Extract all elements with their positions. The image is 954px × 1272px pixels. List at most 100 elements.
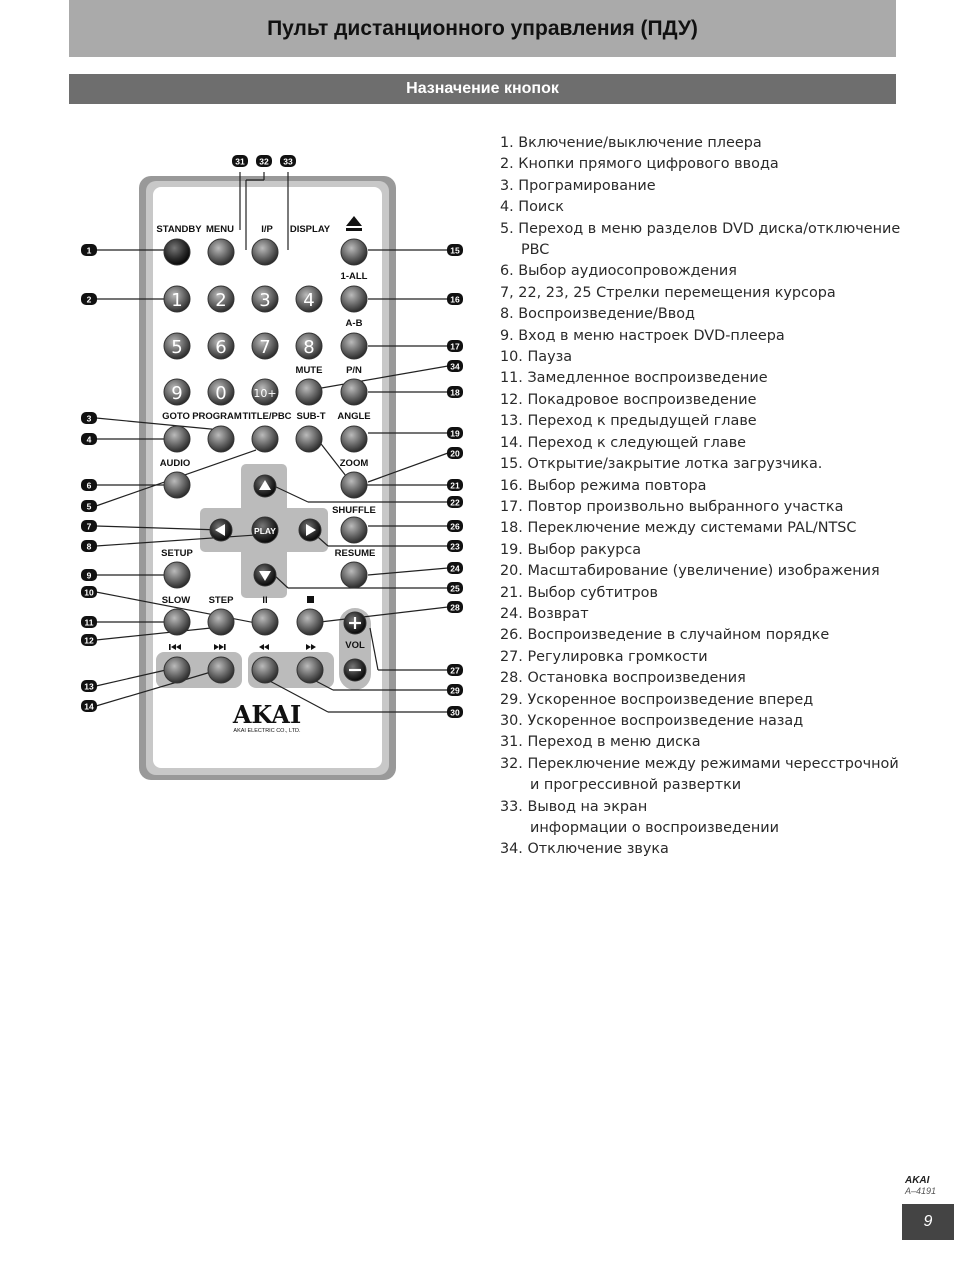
section-subtitle-bar: Назначение кнопок (69, 74, 896, 104)
callout-12: 12 (81, 634, 97, 646)
svg-text:2: 2 (215, 290, 226, 311)
angle-button (340, 425, 368, 453)
digit-button-1 (163, 285, 191, 313)
digit-button-7 (251, 332, 279, 360)
digit-button-6 (207, 332, 235, 360)
svg-text:19: 19 (450, 429, 460, 439)
pause-button (251, 608, 279, 636)
zoom-button (340, 471, 368, 499)
svg-text:17: 17 (450, 342, 460, 352)
svg-text:23: 23 (450, 542, 460, 552)
list-item: 17. Повтор произвольно выбранного участк… (500, 498, 844, 515)
svg-text:11: 11 (85, 618, 94, 628)
callout-20: 20 (447, 447, 463, 459)
callout-13: 13 (81, 680, 97, 692)
callout-11: 11 (81, 616, 97, 628)
svg-text:28: 28 (450, 603, 460, 613)
list-item: 11. Замедленное воспроизведение (500, 370, 768, 387)
button-function-list: 1. Включение/выключение плеера 2. Кнопки… (500, 133, 900, 861)
list-item-continuation: PBC (521, 242, 550, 259)
page-title: Пульт дистанционного управления (ПДУ) (267, 16, 698, 40)
callout-19: 19 (447, 427, 463, 439)
subt-button (295, 425, 323, 453)
callout-lines (95, 172, 449, 713)
svg-text:32: 32 (259, 157, 269, 167)
transport-symbols (169, 644, 316, 650)
callout-34: 34 (447, 360, 463, 372)
list-item: 10. Пауза (500, 349, 573, 366)
svg-text:27: 27 (450, 666, 460, 676)
audio-button (163, 471, 191, 499)
page-title-bar: Пульт дистанционного управления (ПДУ) (69, 0, 896, 57)
remote-brand-subtext: AKAI ELECTRIC CO., LTD. (233, 728, 301, 734)
one-all-button (340, 285, 368, 313)
label-mute: MUTE (296, 365, 323, 376)
svg-text:10+: 10+ (253, 387, 276, 400)
button-labels: STANDBY MENU I/P DISPLAY 1-ALL A-B MUTE … (156, 224, 376, 651)
remote-control-diagram: STANDBY MENU I/P DISPLAY 1-ALL A-B MUTE … (81, 155, 463, 780)
callout-7: 7 (81, 520, 97, 532)
callout-29: 29 (447, 684, 463, 696)
label-slow: SLOW (162, 595, 191, 606)
callout-1: 1 (81, 244, 97, 256)
svg-text:31: 31 (235, 157, 245, 167)
svg-text:0: 0 (215, 383, 226, 404)
eject-icon (346, 216, 362, 231)
label-ip: I/P (261, 224, 273, 235)
digit-button-3 (251, 285, 279, 313)
callout-14: 14 (81, 700, 97, 712)
svg-text:3: 3 (87, 414, 92, 424)
svg-text:6: 6 (215, 337, 226, 358)
label-pause: II (262, 595, 267, 606)
callout-23: 23 (447, 540, 463, 552)
callout-30: 30 (447, 706, 463, 718)
program-button (207, 425, 235, 453)
shuffle-button (340, 516, 368, 544)
svg-text:5: 5 (171, 337, 182, 358)
list-item: 24. Возврат (500, 605, 589, 622)
digit-button-2 (207, 285, 235, 313)
callout-8: 8 (81, 540, 97, 552)
right-arrow-icon (306, 524, 316, 536)
list-item: 21. Выбор субтитров (500, 584, 658, 601)
fast-forward-icon (306, 644, 316, 650)
digit-button-5 (163, 332, 191, 360)
list-item: 20. Масштабирование (увеличение) изображ… (500, 563, 880, 580)
digit-button-10plus (251, 378, 279, 406)
svg-text:8: 8 (303, 337, 314, 358)
footer-brand: AKAI A–4191 (905, 1175, 936, 1196)
callout-15: 15 (447, 244, 463, 256)
arrow-icons (215, 480, 316, 581)
callout-31: 31 (232, 155, 248, 167)
callout-18: 18 (447, 386, 463, 398)
label-zoom: ZOOM (340, 458, 369, 469)
label-standby: STANDBY (156, 224, 202, 235)
svg-text:5: 5 (87, 502, 92, 512)
label-ab: A-B (346, 318, 363, 329)
svg-text:4: 4 (87, 435, 92, 445)
section-subtitle: Назначение кнопок (406, 80, 559, 97)
digit-button-8 (295, 332, 323, 360)
list-item: 6. Выбор аудиосопровождения (500, 263, 737, 280)
label-menu: MENU (206, 224, 234, 235)
up-arrow-icon (259, 480, 271, 490)
callout-32: 32 (256, 155, 272, 167)
list-item: 18. Переключение между системами PAL/NTS… (500, 520, 857, 537)
resume-button (340, 561, 368, 589)
footer-brand-name: AKAI (904, 1175, 930, 1186)
prev-track-button (163, 656, 191, 684)
page-number: 9 (902, 1204, 954, 1240)
down-arrow-icon (259, 571, 271, 581)
svg-text:29: 29 (450, 686, 460, 696)
svg-text:7: 7 (259, 337, 270, 358)
callout-5: 5 (81, 500, 97, 512)
list-item: 4. Поиск (500, 199, 564, 216)
list-item: 27. Регулировка громкости (500, 648, 708, 665)
list-item: 30. Ускоренное воспроизведение назад (500, 712, 804, 729)
callout-33: 33 (280, 155, 296, 167)
left-arrow-icon (215, 524, 225, 536)
list-item: 9. Вход в меню настроек DVD-плеера (500, 327, 785, 344)
digit-button-9 (163, 378, 191, 406)
list-item: 16. Выбор режима повтора (500, 477, 707, 494)
svg-text:4: 4 (303, 290, 314, 311)
